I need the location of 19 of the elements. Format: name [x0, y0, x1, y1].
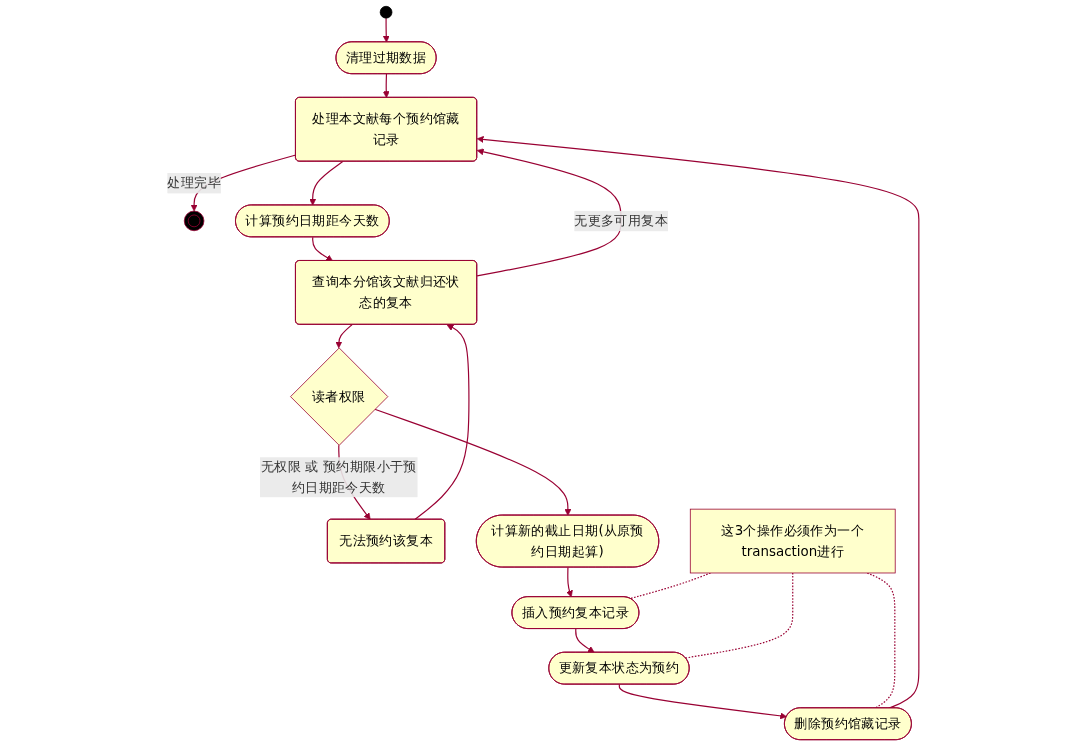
node-circle: [183, 210, 205, 232]
edge-label: 处理完毕: [167, 174, 221, 191]
arrow: [382, 73, 390, 99]
node-box: 这3个操作必须作为一个transaction进行: [689, 508, 896, 574]
arrow: [566, 566, 573, 598]
arrow: [476, 136, 920, 709]
edge-label: 无权限 或 预约期限小于预约日期距今天数: [260, 458, 417, 495]
arrow: [618, 683, 787, 720]
node-diamond: 读者权限: [290, 347, 389, 446]
arrow: [335, 324, 353, 349]
arrow: [312, 236, 333, 262]
node-circle: [379, 5, 393, 19]
arrow: [374, 408, 572, 516]
arrow: [476, 148, 622, 277]
arrow: [382, 17, 390, 43]
arrow: [575, 628, 595, 653]
edge-label: 无更多可用复本: [574, 212, 668, 229]
arrow: [414, 324, 470, 521]
arrow: [309, 161, 344, 206]
